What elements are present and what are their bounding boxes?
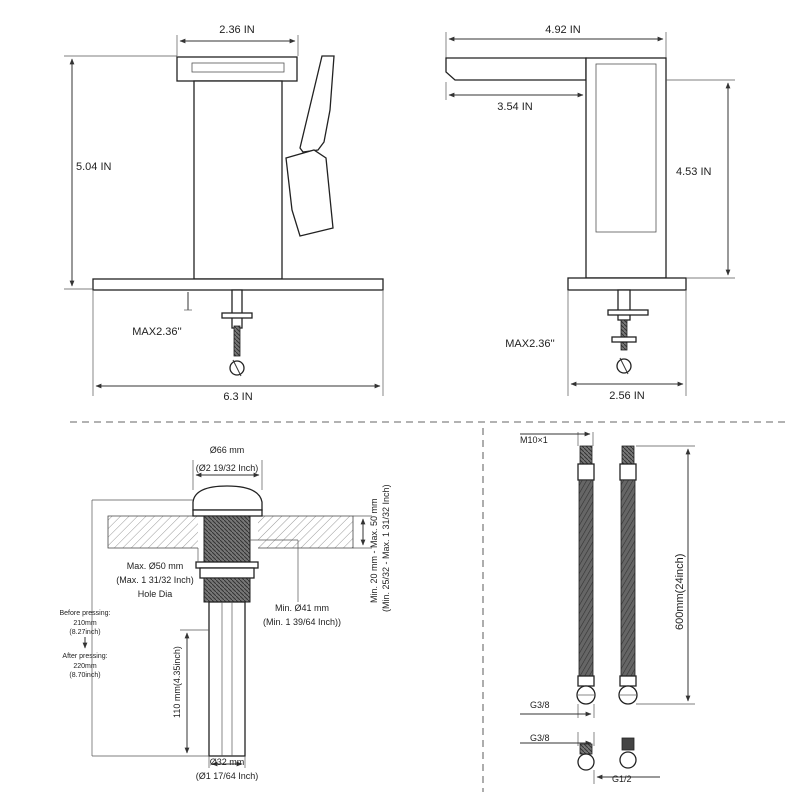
pop-up-drain: Ø66 mm (Ø2 19/32 Inch) Min. 20 mm - Max.… (60, 445, 391, 781)
front-height-label: 5.04 IN (76, 161, 112, 173)
adapter-2-thread (621, 737, 635, 751)
front-faucet-body (193, 80, 283, 280)
hose-2-top-ferrule (619, 463, 637, 481)
hose-thread-top-label: M10×1 (520, 435, 548, 445)
counter-thickness-in: (Min. 25/32 - Max. 1 31/32 Inch) (381, 484, 391, 612)
tail-dia-mm-visible: Ø32 mm (210, 757, 245, 767)
hose-length-label: 600mm(24inch) (674, 554, 686, 630)
front-spout-top (176, 56, 298, 82)
after-pressing-in: (8.70inch) (69, 672, 100, 679)
hole-dia-label: Hole Dia (138, 589, 173, 599)
drain-nut (199, 567, 255, 579)
tail-dia-in: (Ø1 17/64 Inch) (196, 771, 259, 781)
side-lock-nut (607, 309, 649, 316)
tailpiece-length-label: 110 mm(4.35inch) (172, 646, 182, 718)
front-lock-nut (221, 312, 253, 319)
adapter-2-nut (619, 751, 637, 769)
side-faucet-body (585, 57, 667, 279)
drain-tailpiece (208, 601, 246, 757)
drain-cap (192, 485, 263, 511)
hose-1-top-thread (579, 445, 593, 465)
adapter-1-thread (579, 743, 593, 755)
front-deck-plate (92, 278, 384, 291)
hole-max-in: (Max. 1 31/32 Inch) (116, 575, 194, 585)
front-handle-base (285, 149, 334, 237)
hole-min-mm: Min. Ø41 mm (275, 603, 329, 613)
side-spout-reach-label: 3.54 IN (497, 101, 533, 113)
front-mounting-stud (231, 289, 243, 329)
drain-threaded-body (203, 515, 251, 565)
hole-min-in: (Min. 1 39/64 Inch)) (263, 617, 341, 627)
side-view: 4.92 IN 3.54 IN 4.53 IN MAX2.36'' 2.56 I… (445, 24, 735, 402)
drain-cap-dia-in: (Ø2 19/32 Inch) (196, 463, 259, 473)
hose-2-braided-line (620, 479, 636, 677)
before-pressing-label: Before pressing: (60, 610, 111, 617)
side-deck-plate (567, 277, 687, 291)
adapter-outlet-label: G1/2 (612, 774, 632, 784)
hose-2-top-thread (621, 445, 635, 465)
side-spout (445, 57, 587, 81)
supply-hoses: M10×1 600mm(24inch) G3/8 G3/8 (520, 431, 695, 784)
front-view: 2.36 IN 5.04 IN MAX2.36'' 6.3 IN (64, 24, 384, 403)
counter-thickness-mm: Min. 20 mm - Max. 50 mm (369, 498, 379, 603)
side-height-label: 4.53 IN (676, 166, 712, 178)
before-pressing-in: (8.27inch) (69, 629, 100, 636)
front-base-width-label: 6.3 IN (223, 391, 252, 403)
hose-end-thread-label: G3/8 (530, 700, 550, 710)
side-base-depth-label: 2.56 IN (609, 390, 645, 402)
drain-cap-dia-mm: Ø66 mm (210, 445, 245, 455)
after-pressing-label: After pressing: (62, 653, 107, 660)
front-max-depth-label: MAX2.36'' (132, 326, 181, 338)
drain-washer (195, 561, 259, 569)
after-pressing-mm: 220mm (73, 663, 97, 670)
hose-1-braided-line (578, 479, 594, 677)
side-max-depth-label: MAX2.36'' (505, 338, 554, 350)
side-spout-length-label: 4.92 IN (545, 24, 581, 36)
hole-max-mm: Max. Ø50 mm (127, 561, 184, 571)
front-handle-lever (299, 55, 335, 153)
adapter-1-nut (577, 753, 595, 771)
adapter-thread-label: G3/8 (530, 733, 550, 743)
before-pressing-mm: 210mm (73, 620, 97, 627)
front-width-label: 2.36 IN (219, 24, 255, 36)
hose-1-top-ferrule (577, 463, 595, 481)
